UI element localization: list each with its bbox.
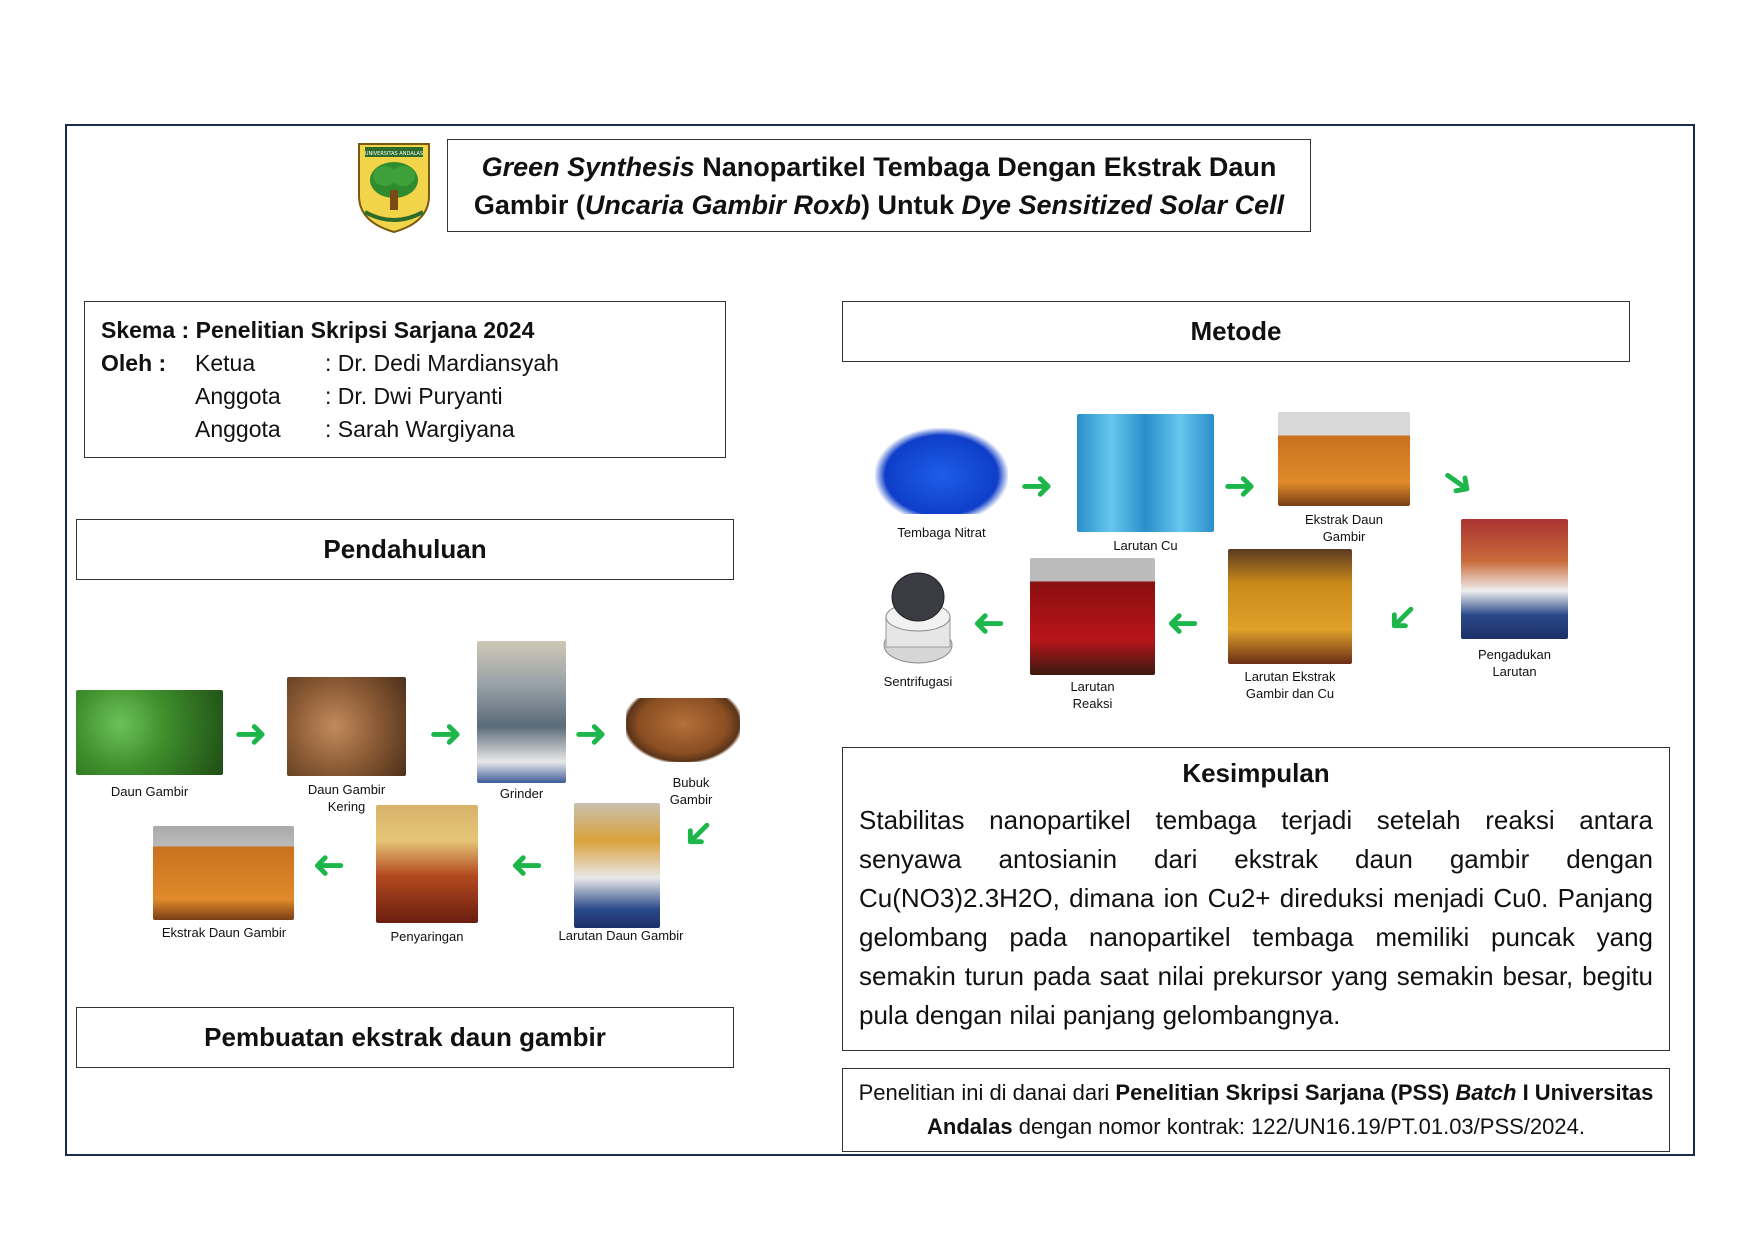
larutan-reaksi-image xyxy=(1030,558,1155,675)
member-role: Anggota xyxy=(195,416,281,442)
poster-frame xyxy=(65,124,1695,1156)
ekstrak-daun-gambir-photo xyxy=(153,826,294,920)
ekstrak-daun-gambir-image xyxy=(1278,412,1410,506)
larutan-ekstrak-gambir-cu-image xyxy=(1228,549,1352,664)
funding-bold: Penelitian Skripsi Sarjana (PSS) xyxy=(1115,1080,1456,1105)
arrow-right-icon: ➜ xyxy=(1223,464,1257,508)
arrow-left-icon: ➜ xyxy=(510,844,544,888)
metode-header: Metode xyxy=(842,301,1630,362)
larutan-daun-gambir-image xyxy=(574,803,660,928)
arrow-right-icon: ➜ xyxy=(429,712,463,756)
member-row: Anggota : Dr. Dwi Puryanti xyxy=(101,380,709,413)
oleh-label: Oleh : xyxy=(101,350,167,376)
pengadukan-larutan-image xyxy=(1461,519,1568,639)
kesimpulan-body: Stabilitas nanopartikel tembaga terjadi … xyxy=(859,805,1653,1030)
pendahuluan-header: Pendahuluan xyxy=(76,519,734,580)
member-name: : Dr. Dedi Mardiansyah xyxy=(325,350,559,376)
caption-line: Pengadukan xyxy=(1477,647,1551,662)
funding-note: Penelitian ini di danai dari Penelitian … xyxy=(842,1068,1670,1152)
arrow-left-icon: ➜ xyxy=(1166,602,1200,646)
title-text-3: ) Untuk xyxy=(860,190,962,220)
arrow-left-icon: ➜ xyxy=(312,844,346,888)
arrow-right-icon: ➜ xyxy=(234,712,268,756)
penyaringan-image xyxy=(376,805,478,923)
member-role: Anggota xyxy=(195,383,281,409)
caption-sentrifugasi: Sentrifugasi xyxy=(883,674,953,689)
title-italic-green-synthesis: Green Synthesis xyxy=(481,152,695,182)
title-line-1: Green Synthesis Nanopartikel Tembaga Den… xyxy=(448,148,1310,186)
arrow-left-icon: ➜ xyxy=(972,602,1006,646)
funding-bold: I Universitas Andalas xyxy=(927,1080,1654,1139)
funding-contract: dengan nomor kontrak: 122/UN16.19/PT.01.… xyxy=(1012,1114,1585,1139)
daun-gambir-image xyxy=(76,690,223,775)
caption-line: Gambir dan Cu xyxy=(1245,686,1335,701)
caption-line: Larutan xyxy=(1492,664,1537,679)
logo-banner xyxy=(365,147,423,157)
skema-box: Skema : Penelitian Skripsi Sarjana 2024 … xyxy=(84,301,726,458)
title-line-2: Gambir (Uncaria Gambir Roxb) Untuk Dye S… xyxy=(448,186,1310,224)
bubuk-gambir-image xyxy=(626,698,740,762)
caption-line: Bubuk xyxy=(672,775,710,790)
caption-daun-gambir: Daun Gambir xyxy=(110,784,189,799)
skema-title: Skema : Penelitian Skripsi Sarjana 2024 xyxy=(101,317,535,343)
caption-larutan-cu: Larutan Cu xyxy=(1113,538,1178,553)
kesimpulan-title: Kesimpulan xyxy=(1182,758,1330,788)
kesimpulan-box: Kesimpulan Stabilitas nanopartikel temba… xyxy=(842,747,1670,1051)
caption-line: Reaksi xyxy=(1072,696,1113,711)
caption-line: Gambir xyxy=(1322,529,1366,544)
caption-larutan-daun-gambir: Larutan Daun Gambir xyxy=(558,928,684,943)
caption-grinder: Grinder xyxy=(499,786,544,801)
title-text-1: Nanopartikel Tembaga Dengan Ekstrak Daun xyxy=(694,152,1277,182)
caption-line: Ekstrak Daun xyxy=(1304,512,1384,527)
arrow-right-icon: ➜ xyxy=(1020,464,1054,508)
member-name: : Dr. Dwi Puryanti xyxy=(325,383,503,409)
title-italic-dssc: Dye Sensitized Solar Cell xyxy=(961,190,1285,220)
member-role: Ketua xyxy=(195,350,256,376)
caption-tembaga-nitrat: Tembaga Nitrat xyxy=(897,525,986,540)
title-italic-species: Uncaria Gambir Roxb xyxy=(584,190,861,220)
caption-penyaringan: Penyaringan xyxy=(390,929,464,944)
caption-ekstrak-daun-gambir-left: Ekstrak Daun Gambir xyxy=(161,925,287,940)
tree-emblem-icon xyxy=(370,162,418,210)
funding-bold-italic: Batch xyxy=(1455,1080,1517,1105)
caption-line: Larutan xyxy=(1070,679,1115,694)
university-logo: UNIVERSITAS ANDALAS xyxy=(358,143,430,234)
daun-gambir-kering-image xyxy=(287,677,406,776)
member-row: Anggota : Sarah Wargiyana xyxy=(101,413,709,446)
pembuatan-header: Pembuatan ekstrak daun gambir xyxy=(76,1007,734,1068)
caption-line: Daun Gambir xyxy=(307,782,386,797)
title-text-2: Gambir ( xyxy=(473,190,585,220)
member-row: Oleh : Ketua : Dr. Dedi Mardiansyah xyxy=(101,347,709,380)
larutan-cu-image xyxy=(1077,414,1214,532)
caption-line: Larutan Ekstrak xyxy=(1244,669,1336,684)
member-name: : Sarah Wargiyana xyxy=(325,416,515,442)
arrow-right-icon: ➜ xyxy=(574,712,608,756)
caption-line: Gambir xyxy=(669,792,713,807)
funding-text: Penelitian ini di danai dari xyxy=(858,1080,1116,1105)
poster-title: Green Synthesis Nanopartikel Tembaga Den… xyxy=(447,139,1311,232)
logo-banner-text: UNIVERSITAS ANDALAS xyxy=(365,151,423,157)
centrifuge-icon xyxy=(883,572,953,664)
caption-line: Kering xyxy=(327,799,366,814)
grinder-image xyxy=(477,641,566,783)
tembaga-nitrat-image xyxy=(875,428,1008,514)
